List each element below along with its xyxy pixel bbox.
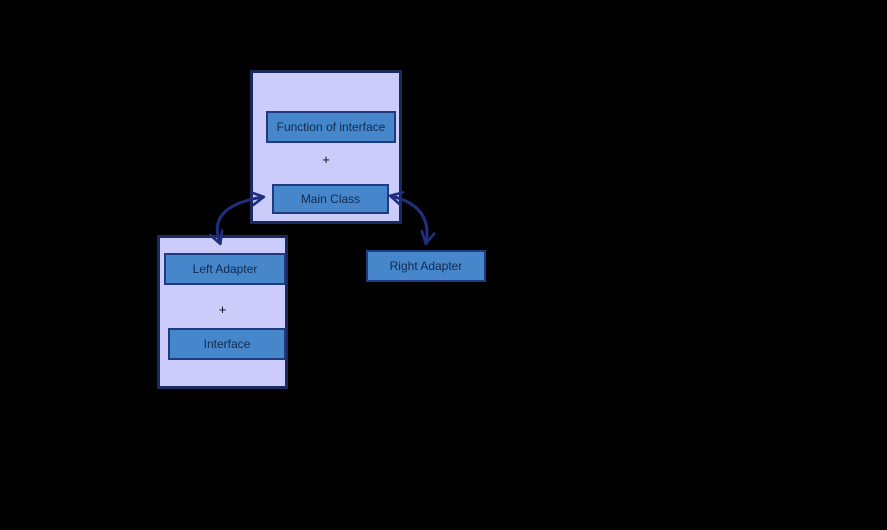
main-class-node: Main Class <box>272 184 389 214</box>
plus-sign: + <box>322 152 330 167</box>
function-of-interface-node: Function of interface <box>266 111 396 143</box>
plus-sign: + <box>218 302 227 317</box>
left-adapter-group: Left Adapter + Interface <box>157 235 288 389</box>
main-class-group: Function of interface + Main Class <box>250 70 402 224</box>
left-adapter-node: Left Adapter <box>164 253 286 285</box>
interface-node: Interface <box>168 328 286 360</box>
right-adapter-node: Right Adapter <box>366 250 486 282</box>
